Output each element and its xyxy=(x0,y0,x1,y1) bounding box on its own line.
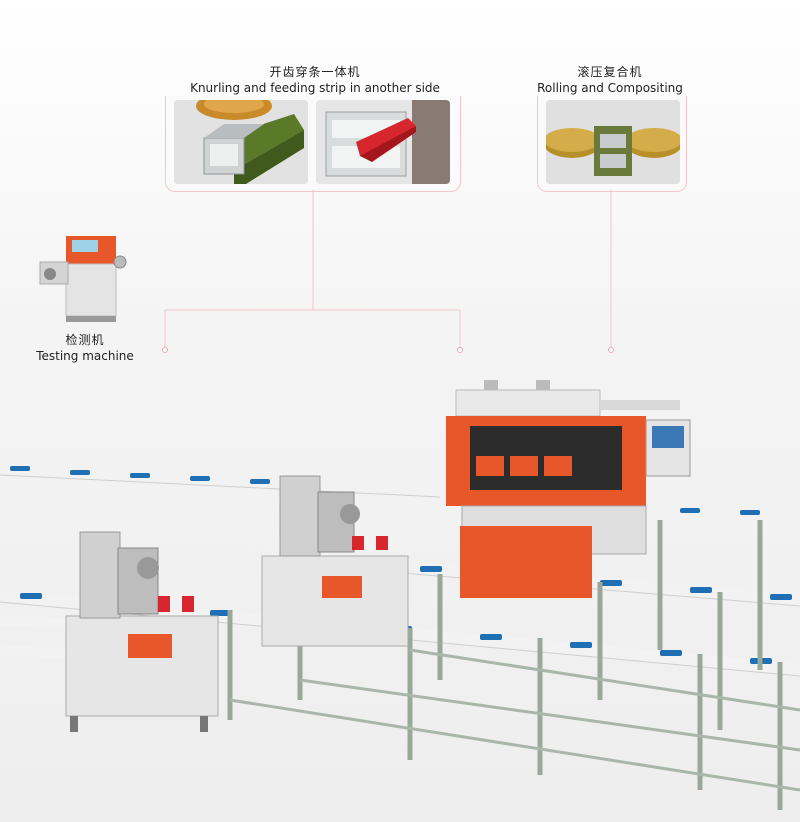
knurling-station-label: 开齿穿条一体机 Knurling and feeding strip in an… xyxy=(170,64,460,96)
rolling-compositing-machine xyxy=(446,380,691,598)
knurling-title-zh: 开齿穿条一体机 xyxy=(269,65,361,79)
testing-title-zh: 检测机 xyxy=(65,333,105,347)
knurling-machine-front xyxy=(65,531,219,732)
testing-machine-image xyxy=(36,232,136,324)
testing-title-en: Testing machine xyxy=(36,349,134,363)
rolling-station-label: 滚压复合机 Rolling and Compositing xyxy=(520,64,700,96)
testing-station-label: 检测机 Testing machine xyxy=(20,332,150,364)
feeding-strip-profile-image xyxy=(316,100,450,184)
knurling-profile-image xyxy=(174,100,308,184)
rolling-title-en: Rolling and Compositing xyxy=(537,81,683,95)
production-line-scene xyxy=(0,230,800,822)
rolling-title-zh: 滚压复合机 xyxy=(577,65,643,79)
rolling-wheels-image xyxy=(546,100,680,184)
knurling-title-en: Knurling and feeding strip in another si… xyxy=(190,81,440,95)
knurling-machine-middle xyxy=(261,475,409,647)
knurling-connector-line xyxy=(155,190,475,360)
rolling-connector-line xyxy=(600,190,620,360)
